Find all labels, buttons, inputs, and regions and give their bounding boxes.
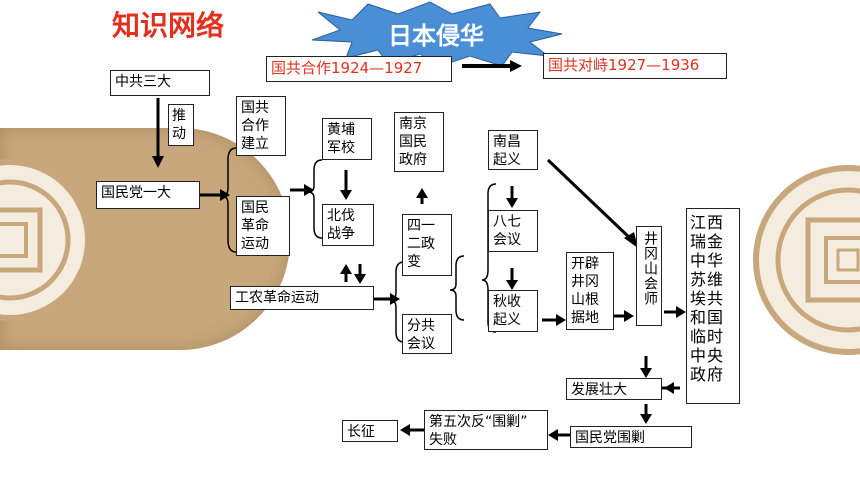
node-fifth-campaign-failure: 第五次反“围剿” 失败: [424, 410, 548, 450]
node-gmd-encirclement: 国民党围剿: [570, 426, 692, 448]
node-develop-grow: 发展壮大: [566, 378, 662, 400]
left-medallion: [0, 159, 91, 321]
node-split-meeting: 分共 会议: [402, 314, 452, 354]
node-gmd-1st-congress: 国民党一大: [96, 181, 200, 209]
node-nanchang-uprising: 南昌 起义: [488, 130, 538, 170]
node-long-march: 长征: [342, 420, 398, 442]
node-ruijin-govt: 江西瑞金中华苏维埃共和国临时中央政府: [686, 208, 740, 404]
banner-text: 日本侵华: [388, 22, 484, 50]
node-worker-peasant: 工农革命运动: [230, 286, 374, 310]
node-jinggangshan-base: 开辟 井冈 山根 据地: [566, 252, 614, 330]
node-tuidong: 推 动: [168, 104, 194, 146]
node-cooperation-established: 国共 合作 建立: [236, 96, 286, 156]
era-confrontation: 国共对峙1927—1936: [543, 53, 727, 79]
node-huangpu: 黄埔 军校: [322, 118, 372, 160]
node-412-coup: 四一 二政 变: [402, 214, 452, 276]
node-aug7-meeting: 八七 会议: [488, 210, 538, 252]
arrows: [152, 98, 686, 441]
era-cooperation: 国共合作1924—1927: [266, 56, 452, 82]
node-national-revolution: 国民 革命 运动: [236, 196, 290, 256]
node-nanjing-govt: 南京 国民 政府: [394, 112, 444, 172]
node-northern-expedition: 北伐 战争: [322, 204, 374, 246]
node-zhonggong-3rd-congress: 中共三大: [110, 70, 210, 96]
page-title: 知识网络: [112, 9, 225, 42]
right-medallion: [753, 165, 860, 355]
node-jinggang-meeting: 井冈山会师: [636, 226, 662, 326]
node-autumn-harvest: 秋收 起义: [488, 290, 538, 332]
